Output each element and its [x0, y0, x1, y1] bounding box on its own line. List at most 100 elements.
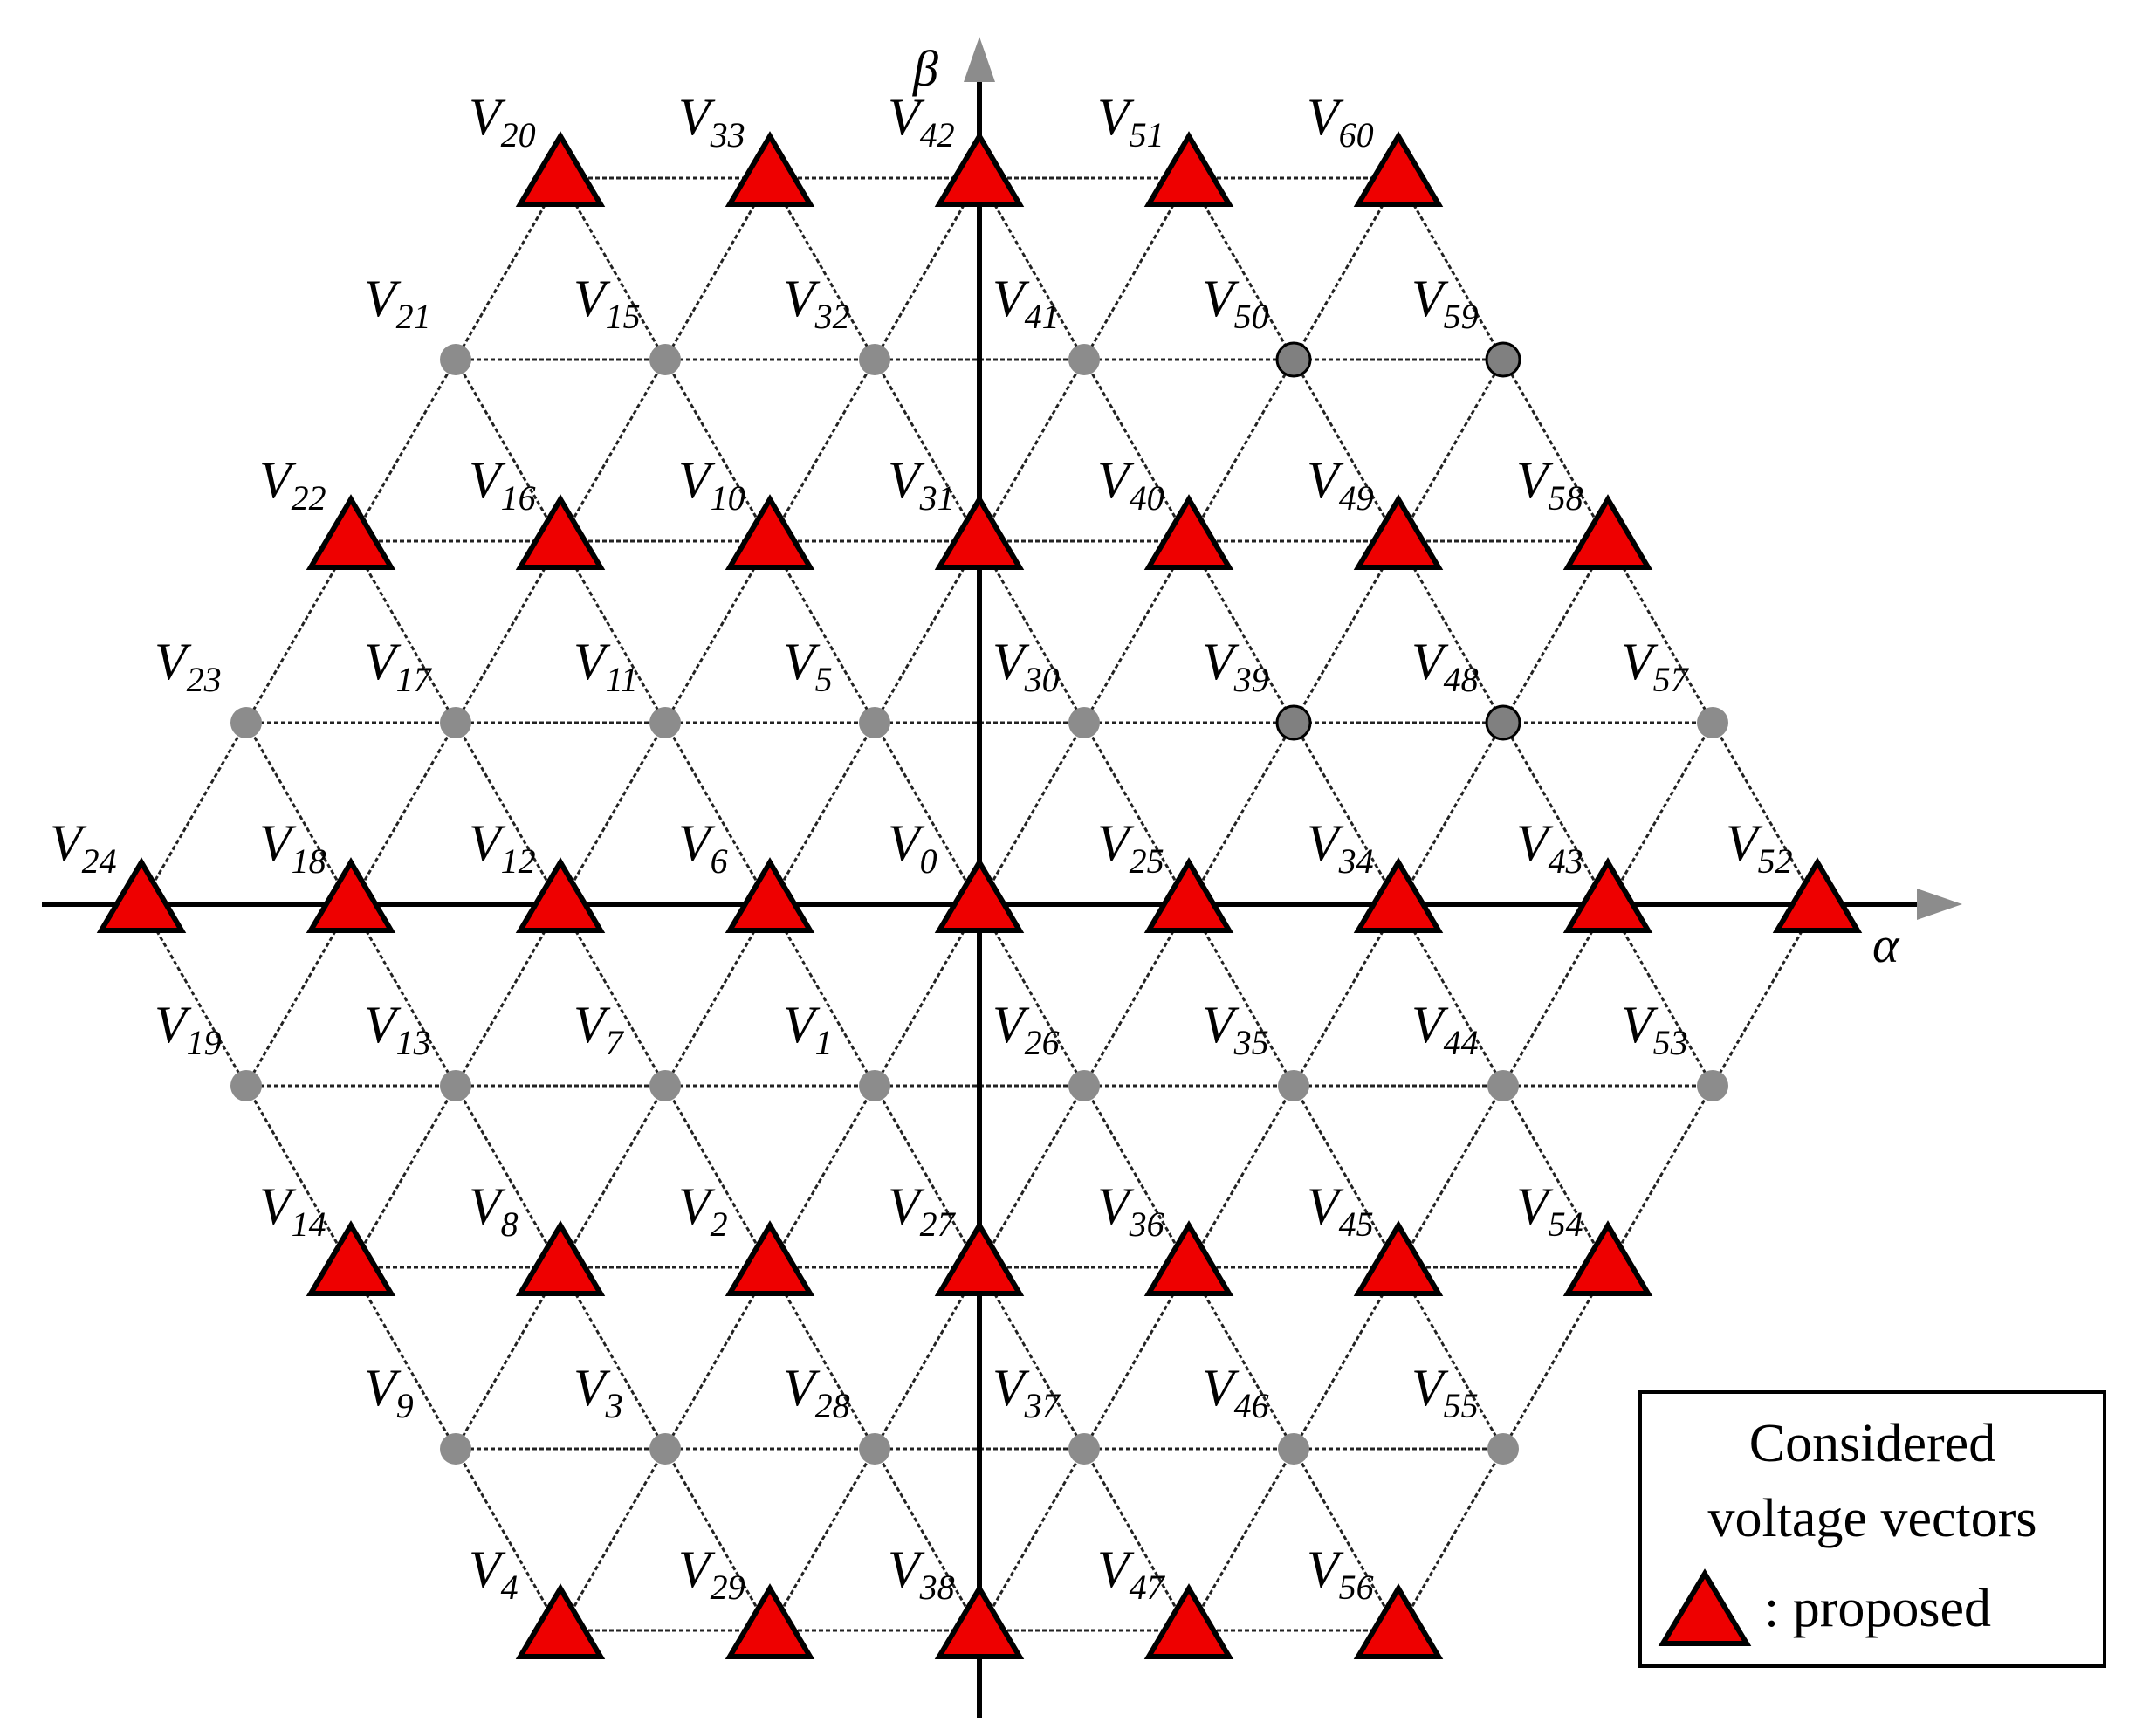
vector-v57-label: V57 [1621, 633, 1690, 699]
grid-line [1187, 903, 1295, 1087]
grid-line [1292, 177, 1400, 360]
vector-v33-label: V33 [678, 88, 745, 154]
grid-line [1397, 359, 1505, 542]
vector-v23-dot [230, 707, 262, 738]
vector-v5-dot [859, 707, 890, 738]
vector-v47-label: V47 [1097, 1540, 1166, 1607]
vector-v58-triangle [1562, 494, 1653, 570]
grid-line [349, 722, 457, 905]
vector-v16-label: V16 [469, 451, 536, 518]
vector-v28-label: V28 [783, 1359, 850, 1425]
grid-line [1292, 1266, 1400, 1450]
vector-v17-dot [440, 707, 471, 738]
grid-line [559, 540, 667, 724]
grid-line [1501, 1085, 1610, 1268]
grid-line [1292, 359, 1400, 542]
vector-v51-triangle [1143, 131, 1234, 207]
vector-v31-triangle [934, 494, 1025, 570]
vector-v10-triangle [725, 494, 815, 570]
grid-line [663, 359, 772, 542]
grid-line [663, 903, 772, 1087]
vector-v19-label: V19 [155, 996, 222, 1062]
vector-v15-label: V15 [573, 270, 641, 336]
vector-v55-dot [1487, 1433, 1519, 1465]
grid-line [768, 722, 876, 905]
grid-line [244, 903, 353, 1087]
grid-line [978, 1448, 1086, 1631]
vector-v38-triangle [934, 1583, 1025, 1659]
grid-line [873, 1085, 981, 1268]
grid-line [349, 903, 457, 1087]
grid-line [1501, 1266, 1610, 1450]
grid-line [873, 359, 981, 542]
vector-v51-label: V51 [1097, 88, 1164, 154]
vector-v23-label: V23 [155, 633, 222, 699]
vector-v30-dot [1068, 707, 1100, 738]
vector-v30-label: V30 [992, 633, 1060, 699]
grid-line [1397, 903, 1505, 1087]
vector-v34-triangle [1353, 857, 1444, 933]
vector-v40-triangle [1143, 494, 1234, 570]
vector-v22-label: V22 [259, 451, 326, 518]
grid-line [663, 1085, 772, 1268]
vector-v49-triangle [1353, 494, 1444, 570]
vector-v22-triangle [306, 494, 396, 570]
vector-v34-label: V34 [1307, 814, 1374, 881]
grid-line [1082, 722, 1191, 905]
grid-line [978, 177, 1086, 360]
vector-v41-dot [1068, 344, 1100, 375]
grid-line [1606, 722, 1714, 905]
grid-line [559, 359, 667, 542]
grid-line [1397, 1085, 1505, 1268]
grid-line [454, 540, 562, 724]
grid-line [1082, 1085, 1191, 1268]
vector-v40-label: V40 [1097, 451, 1164, 518]
grid-line [559, 1448, 667, 1631]
vector-v13-label: V13 [364, 996, 431, 1062]
grid-line [768, 1448, 876, 1631]
grid-line [454, 359, 562, 542]
vector-v47-triangle [1143, 1583, 1234, 1659]
vector-v12-label: V12 [469, 814, 536, 881]
vector-v14-label: V14 [259, 1177, 326, 1244]
vector-v53-dot [1697, 1070, 1728, 1101]
vector-v60-label: V60 [1307, 88, 1374, 154]
legend-item-label: : proposed [1764, 1578, 1992, 1638]
grid-line [1082, 540, 1191, 724]
vector-v39-label: V39 [1202, 633, 1269, 699]
grid-line [244, 540, 353, 724]
vector-v49-label: V49 [1307, 451, 1374, 518]
grid-line [663, 1448, 772, 1631]
vector-v53-label: V53 [1621, 996, 1688, 1062]
grid-line [1606, 1085, 1714, 1268]
grid-line [1187, 1085, 1295, 1268]
vector-markers [96, 131, 1863, 1659]
vector-v18-label: V18 [259, 814, 326, 881]
vector-v20-triangle [515, 131, 606, 207]
vector-v6-label: V6 [678, 814, 728, 881]
vector-v33-triangle [725, 131, 815, 207]
vector-v17-label: V17 [364, 633, 433, 699]
grid-line [663, 540, 772, 724]
legend-box: Considered voltage vectors : proposed [1638, 1390, 2106, 1668]
vector-v57-dot [1697, 707, 1728, 738]
vector-v2-triangle [725, 1220, 815, 1296]
vector-v43-label: V43 [1516, 814, 1583, 881]
grid-line [1082, 903, 1191, 1087]
vector-v28-dot [859, 1433, 890, 1465]
vector-v44-dot [1487, 1070, 1519, 1101]
vector-v35-label: V35 [1202, 996, 1269, 1062]
vector-v2-label: V2 [678, 1177, 728, 1244]
grid-line [978, 359, 1086, 542]
vector-v6-triangle [725, 857, 815, 933]
grid-line [768, 177, 876, 360]
grid-line [349, 540, 457, 724]
vector-v29-label: V29 [678, 1540, 745, 1607]
vector-v3-label: V3 [573, 1359, 623, 1425]
grid-line [454, 722, 562, 905]
grid-line [978, 903, 1086, 1087]
vector-v52-label: V52 [1726, 814, 1793, 881]
grid-line [768, 903, 876, 1087]
grid-line [1187, 1448, 1295, 1631]
